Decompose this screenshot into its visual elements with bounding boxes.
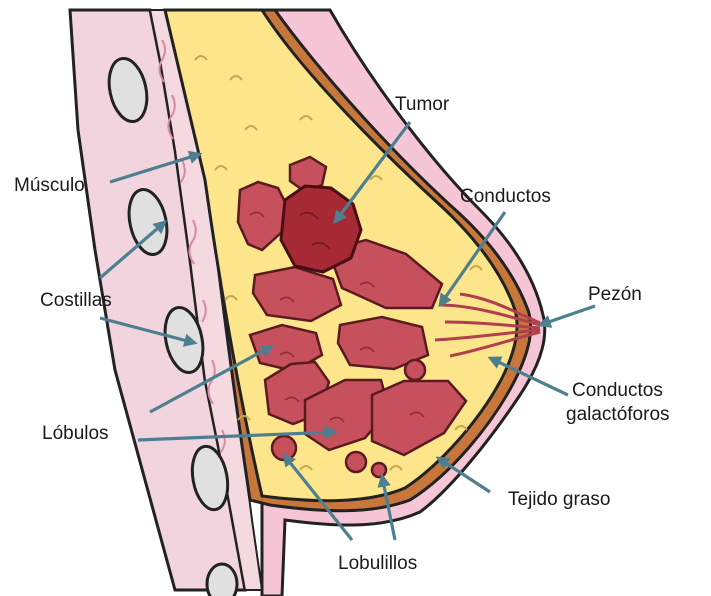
- label-conductos-galactoforos-line2: galactóforos: [566, 404, 670, 425]
- label-pezon: Pezón: [588, 284, 642, 305]
- label-tumor: Tumor: [395, 94, 450, 115]
- label-tejido-graso: Tejido graso: [508, 489, 610, 510]
- label-costillas: Costillas: [40, 290, 112, 311]
- label-conductos-galactoforos-line1: Conductos: [572, 380, 663, 401]
- label-conductos: Conductos: [460, 186, 551, 207]
- label-musculo: Músculo: [14, 175, 85, 196]
- label-lobulillos: Lobulillos: [338, 553, 417, 574]
- label-lobulos: Lóbulos: [42, 423, 109, 444]
